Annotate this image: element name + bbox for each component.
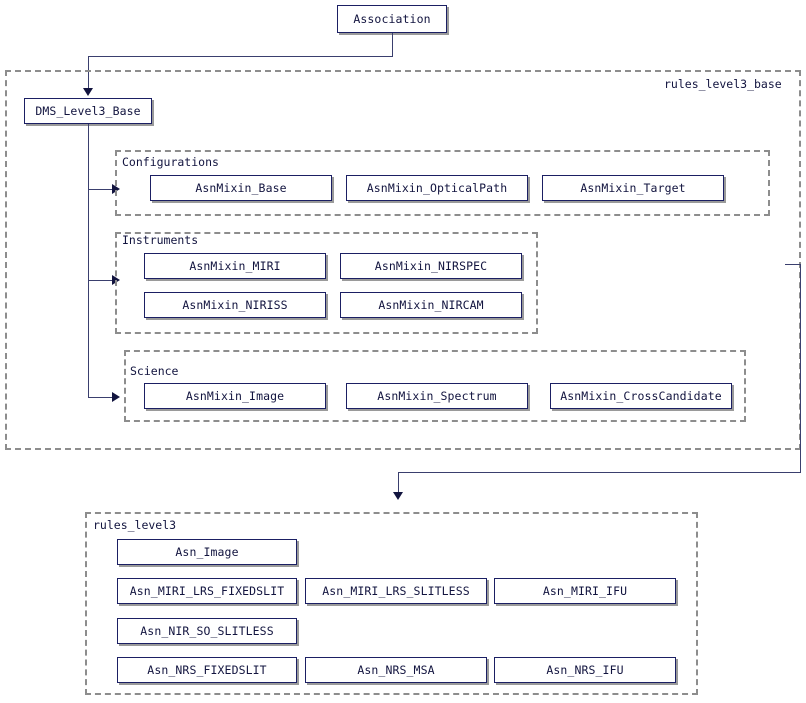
class-box-asnmixin-spectrum[interactable]: AsnMixin_Spectrum bbox=[346, 383, 528, 409]
connector-association-down bbox=[392, 33, 393, 57]
connector-association-left bbox=[88, 56, 393, 57]
class-box-asnmixin-miri[interactable]: AsnMixin_MIRI bbox=[144, 253, 326, 279]
class-box-asn-miri-lrs-fixedslit[interactable]: Asn_MIRI_LRS_FIXEDSLIT bbox=[117, 578, 297, 604]
connector-branch-configurations bbox=[88, 189, 114, 190]
connector-base-trunk bbox=[88, 124, 89, 398]
package-label-rules-level3-base: rules_level3_base bbox=[664, 77, 782, 91]
group-configurations bbox=[115, 150, 770, 216]
class-box-asn-nir-so-slitless[interactable]: Asn_NIR_SO_SLITLESS bbox=[117, 618, 297, 644]
package-label-rules-level3: rules_level3 bbox=[93, 518, 177, 532]
class-box-asn-nrs-msa[interactable]: Asn_NRS_MSA bbox=[305, 657, 487, 683]
class-box-asn-nrs-fixedslit[interactable]: Asn_NRS_FIXEDSLIT bbox=[117, 657, 297, 683]
connector-association-into-base bbox=[88, 56, 89, 90]
connector-into-rules-level3 bbox=[398, 472, 399, 494]
class-box-asnmixin-crosscandidate[interactable]: AsnMixin_CrossCandidate bbox=[550, 383, 732, 409]
connector-bottom-left bbox=[398, 472, 801, 473]
class-box-asn-miri-lrs-slitless[interactable]: Asn_MIRI_LRS_SLITLESS bbox=[305, 578, 487, 604]
class-box-association[interactable]: Association bbox=[337, 5, 447, 33]
connector-right-down bbox=[800, 264, 801, 473]
package-rules-level3 bbox=[85, 512, 698, 695]
group-science bbox=[124, 350, 746, 422]
class-box-asnmixin-target[interactable]: AsnMixin_Target bbox=[542, 175, 724, 201]
class-box-asnmixin-nircam[interactable]: AsnMixin_NIRCAM bbox=[340, 292, 522, 318]
group-instruments bbox=[115, 232, 538, 334]
class-box-asn-miri-ifu[interactable]: Asn_MIRI_IFU bbox=[494, 578, 676, 604]
package-rules-level3-base bbox=[5, 70, 801, 450]
class-box-asnmixin-niriss[interactable]: AsnMixin_NIRISS bbox=[144, 292, 326, 318]
arrowhead-science bbox=[112, 392, 120, 402]
class-box-asn-image[interactable]: Asn_Image bbox=[117, 539, 297, 565]
class-box-asn-nrs-ifu[interactable]: Asn_NRS_IFU bbox=[494, 657, 676, 683]
class-box-asnmixin-base[interactable]: AsnMixin_Base bbox=[150, 175, 332, 201]
arrowhead-into-rules-level3 bbox=[393, 492, 403, 500]
class-box-asnmixin-nirspec[interactable]: AsnMixin_NIRSPEC bbox=[340, 253, 522, 279]
connector-branch-instruments bbox=[88, 280, 114, 281]
class-box-dms-level3-base[interactable]: DMS_Level3_Base bbox=[24, 98, 152, 124]
class-box-asnmixin-opticalpath[interactable]: AsnMixin_OpticalPath bbox=[346, 175, 528, 201]
class-box-asnmixin-image[interactable]: AsnMixin_Image bbox=[144, 383, 326, 409]
connector-right-stub bbox=[785, 264, 801, 265]
group-label-science: Science bbox=[130, 364, 179, 378]
group-label-configurations: Configurations bbox=[122, 155, 219, 169]
arrowhead-into-base bbox=[83, 88, 93, 96]
group-label-instruments: Instruments bbox=[122, 233, 199, 247]
connector-branch-science bbox=[88, 397, 114, 398]
